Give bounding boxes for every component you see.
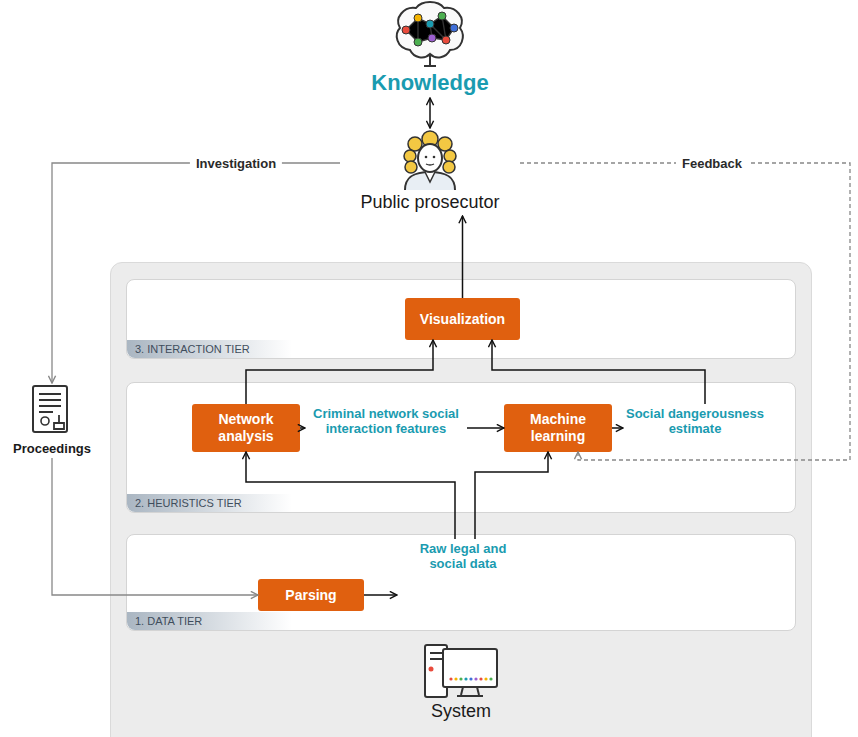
node-label: Raw legal and social data (400, 542, 526, 572)
knowledge-icon-node: Knowledge (350, 0, 510, 96)
flow-connector (364, 594, 397, 596)
node-label: System (111, 701, 811, 722)
node-label: Social dangerousness estimate (626, 407, 764, 437)
flow-connector (246, 452, 455, 539)
node-label: Proceedings (4, 441, 100, 456)
process-box: Parsing (258, 579, 364, 611)
tier-tab: 1. DATA TIER (127, 612, 292, 630)
process-box: Visualization (405, 298, 520, 340)
system-label-area: System (111, 641, 811, 722)
tier-band: 1. DATA TIER Parsing Raw legal and social … (126, 534, 796, 631)
actor-node: Public prosecutor (340, 130, 520, 213)
node-label: Public prosecutor (340, 192, 520, 213)
tier-label: 2. HEURISTICS TIER (135, 497, 242, 509)
process-label: Visualization (420, 311, 505, 328)
process-label: Machine learning (510, 411, 606, 445)
system-panel: System 3. INTERACTION TIER Visualization 2.… (110, 262, 812, 737)
tier-tab: 2. HEURISTICS TIER (127, 494, 292, 512)
edge-label: Feedback (676, 156, 748, 171)
flow-connector (429, 98, 431, 128)
brain-icon (390, 0, 470, 68)
flow-connector (52, 458, 258, 595)
tier-band: 3. INTERACTION TIER Visualization (126, 279, 796, 359)
node-label: Knowledge (350, 70, 510, 96)
flow-connector (492, 340, 705, 404)
node-label: Criminal network social interaction feat… (308, 407, 464, 437)
process-label: Parsing (285, 587, 336, 604)
computer-icon (421, 641, 501, 701)
process-label: Network analysis (198, 411, 294, 445)
process-box: Machine learning (504, 404, 612, 452)
tier-label: 3. INTERACTION TIER (135, 343, 250, 355)
flow-connector (462, 216, 464, 298)
tier-band: 2. HEURISTICS TIER Network analysis Crimin… (126, 382, 796, 513)
data-label-node: Criminal network social interaction feat… (308, 407, 464, 437)
tier-tab: 3. INTERACTION TIER (127, 340, 292, 358)
flow-connector (52, 163, 340, 383)
flow-connector (612, 427, 623, 429)
flow-connector (246, 340, 433, 404)
process-box: Network analysis (192, 404, 300, 452)
feedback-connector (520, 163, 850, 460)
document-node: Proceedings (4, 383, 100, 456)
data-label-node: Social dangerousness estimate (626, 407, 764, 437)
flow-connector (475, 452, 548, 539)
prosecutor-icon (395, 130, 465, 190)
edge-label: Investigation (190, 156, 282, 171)
tier-label: 1. DATA TIER (135, 615, 202, 627)
flow-connector (300, 427, 305, 429)
flow-connector (467, 427, 504, 429)
data-label-node: Raw legal and social data (400, 542, 526, 572)
document-icon (27, 383, 77, 439)
